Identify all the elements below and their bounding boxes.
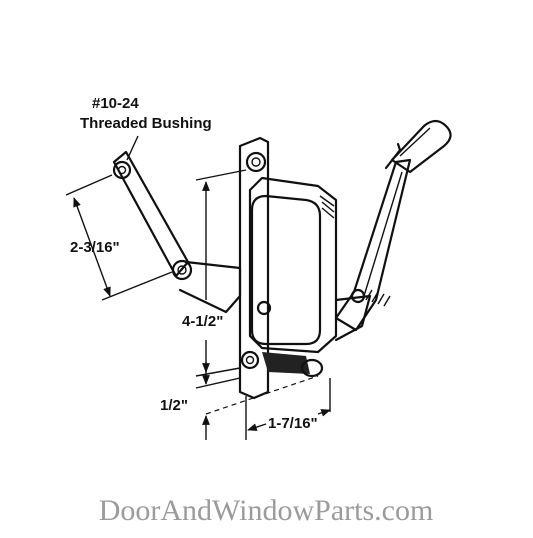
dimension-offset bbox=[195, 362, 319, 440]
crank-handle bbox=[334, 119, 452, 332]
operator-housing bbox=[238, 136, 372, 400]
watermark-text: DoorAndWindowParts.com bbox=[99, 494, 434, 527]
bushing-label-line1: #10-24 bbox=[92, 95, 139, 112]
dim-height-label: 4-1/2" bbox=[182, 313, 223, 330]
dim-offset-label: 1/2" bbox=[160, 397, 188, 414]
dimension-arm-length bbox=[65, 174, 173, 301]
bushing-leader-line bbox=[126, 135, 139, 161]
dimension-height bbox=[195, 169, 247, 377]
dim-width-label: 1-7/16" bbox=[268, 415, 318, 432]
dim-arm-label: 2-3/16" bbox=[70, 239, 120, 256]
dimension-width bbox=[245, 378, 331, 440]
bushing-label-line2: Threaded Bushing bbox=[80, 115, 212, 132]
